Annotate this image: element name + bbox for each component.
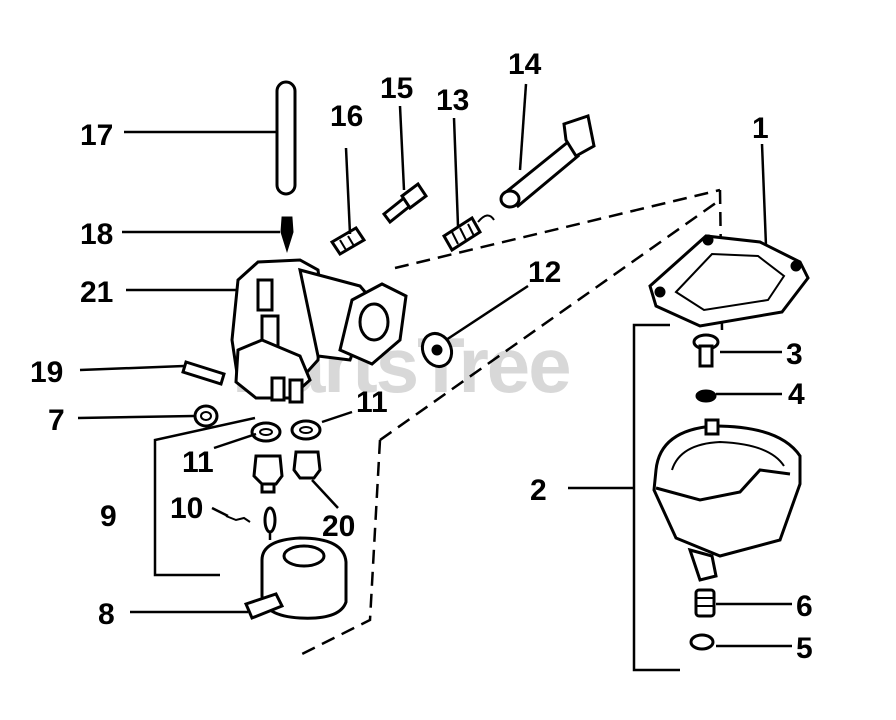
- label-11-right: 11: [356, 386, 388, 419]
- part-4-washer: [695, 389, 717, 403]
- label-4: 4: [788, 378, 805, 411]
- part-11-washer-right: [290, 419, 322, 441]
- part-6-spring: [694, 588, 716, 618]
- label-2: 2: [530, 474, 547, 507]
- label-12: 12: [528, 256, 561, 289]
- part-2-float-bowl: [652, 418, 802, 582]
- label-18: 18: [80, 218, 113, 251]
- label-21: 21: [80, 276, 113, 309]
- label-7: 7: [48, 404, 65, 437]
- part-20-screw-right: [292, 450, 322, 480]
- label-11-left: 11: [182, 446, 214, 479]
- part-16-screw: [329, 225, 367, 257]
- part-20-screw-left: [252, 454, 284, 494]
- part-10-clip: [225, 515, 251, 523]
- part-19-pin: [181, 360, 226, 386]
- part-17-pin: [275, 80, 297, 196]
- part-7-oring: [193, 404, 219, 428]
- label-1: 1: [752, 112, 769, 145]
- part-21-carburetor-body: [230, 258, 408, 404]
- part-8-float: [243, 536, 348, 620]
- label-8: 8: [98, 598, 115, 631]
- leader-lines: [77, 83, 792, 648]
- label-6: 6: [796, 590, 813, 623]
- label-5: 5: [796, 632, 813, 665]
- label-19: 19: [30, 356, 63, 389]
- part-18-needle: [280, 216, 294, 254]
- part-11-washer-left: [250, 421, 282, 443]
- label-15: 15: [380, 72, 413, 105]
- bracket-2: [632, 323, 680, 672]
- part-3-screw: [692, 333, 720, 368]
- bracket-9: [153, 416, 256, 577]
- label-3: 3: [786, 338, 803, 371]
- part-15-screw: [381, 181, 429, 225]
- part-14-shaft: [499, 114, 596, 209]
- dashed-boundary-top: [394, 188, 721, 270]
- label-16: 16: [330, 100, 363, 133]
- part-9-needle: [263, 506, 277, 534]
- dashed-boundary-vertical: [299, 439, 382, 657]
- label-20: 20: [322, 510, 355, 543]
- label-9: 9: [100, 500, 117, 533]
- part-13-spring: [441, 214, 495, 253]
- part-5-washer: [689, 633, 715, 651]
- dashed-boundary-diagonal: [379, 198, 721, 442]
- label-10: 10: [170, 492, 203, 525]
- part-1-gasket: [648, 234, 810, 328]
- label-17: 17: [80, 119, 113, 152]
- part-12-gasket: [420, 331, 454, 369]
- label-13: 13: [436, 84, 469, 117]
- label-14: 14: [508, 48, 542, 81]
